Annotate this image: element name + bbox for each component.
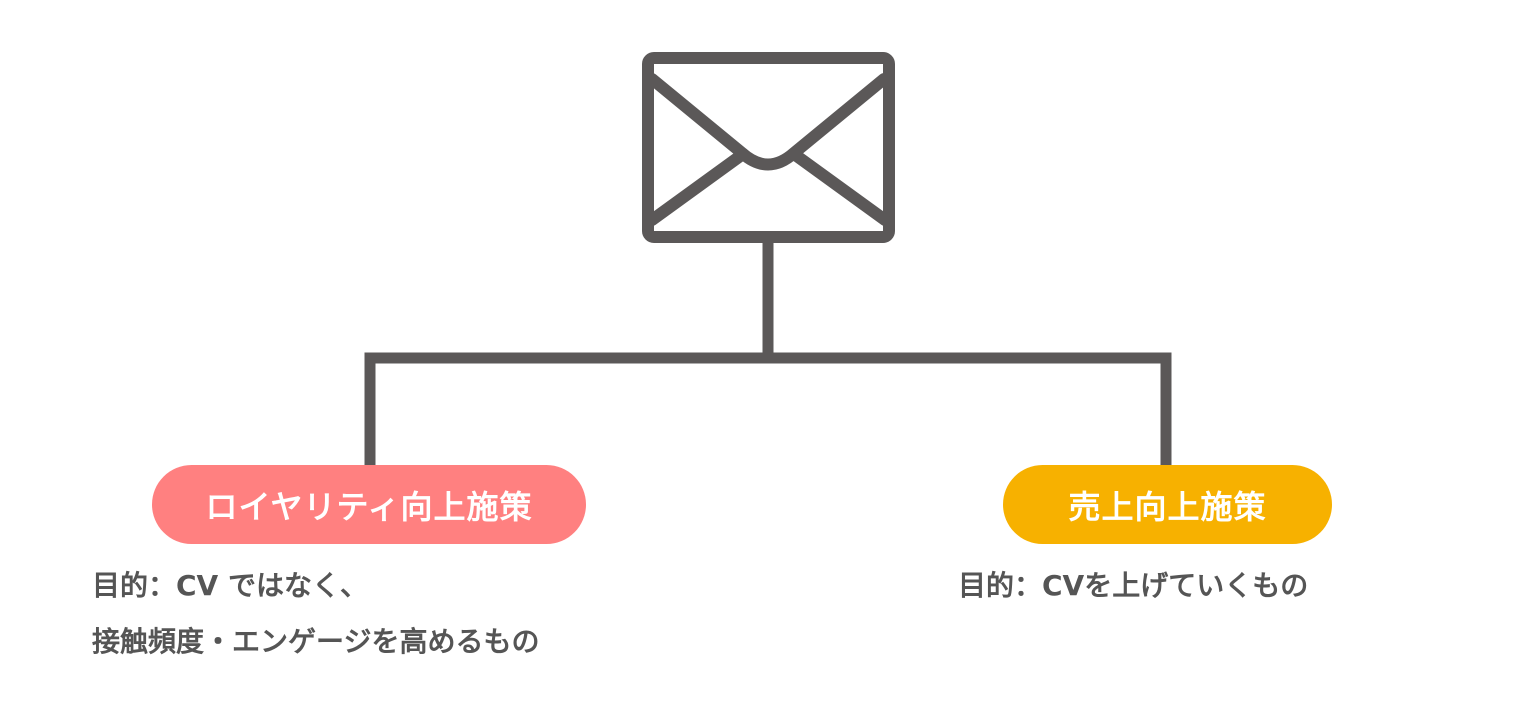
loyalty-purpose-line-2: 接触頻度・エンゲージを高めるもの bbox=[92, 625, 540, 658]
tree-connector-lines bbox=[364, 234, 1172, 471]
sales-purpose-line-1: 目的：CVを上げていくもの bbox=[958, 569, 1309, 602]
sales-purpose-text: 目的：CVを上げていくもの bbox=[958, 558, 1308, 614]
loyalty-measure-label: ロイヤリティ向上施策 bbox=[152, 465, 586, 544]
sales-measure-label: 売上向上施策 bbox=[1003, 465, 1332, 544]
envelope-icon bbox=[642, 52, 895, 243]
loyalty-purpose-line-1: 目的：CV ではなく、 bbox=[92, 569, 368, 602]
loyalty-purpose-text: 目的：CV ではなく、 接触頻度・エンゲージを高めるもの bbox=[92, 558, 539, 670]
